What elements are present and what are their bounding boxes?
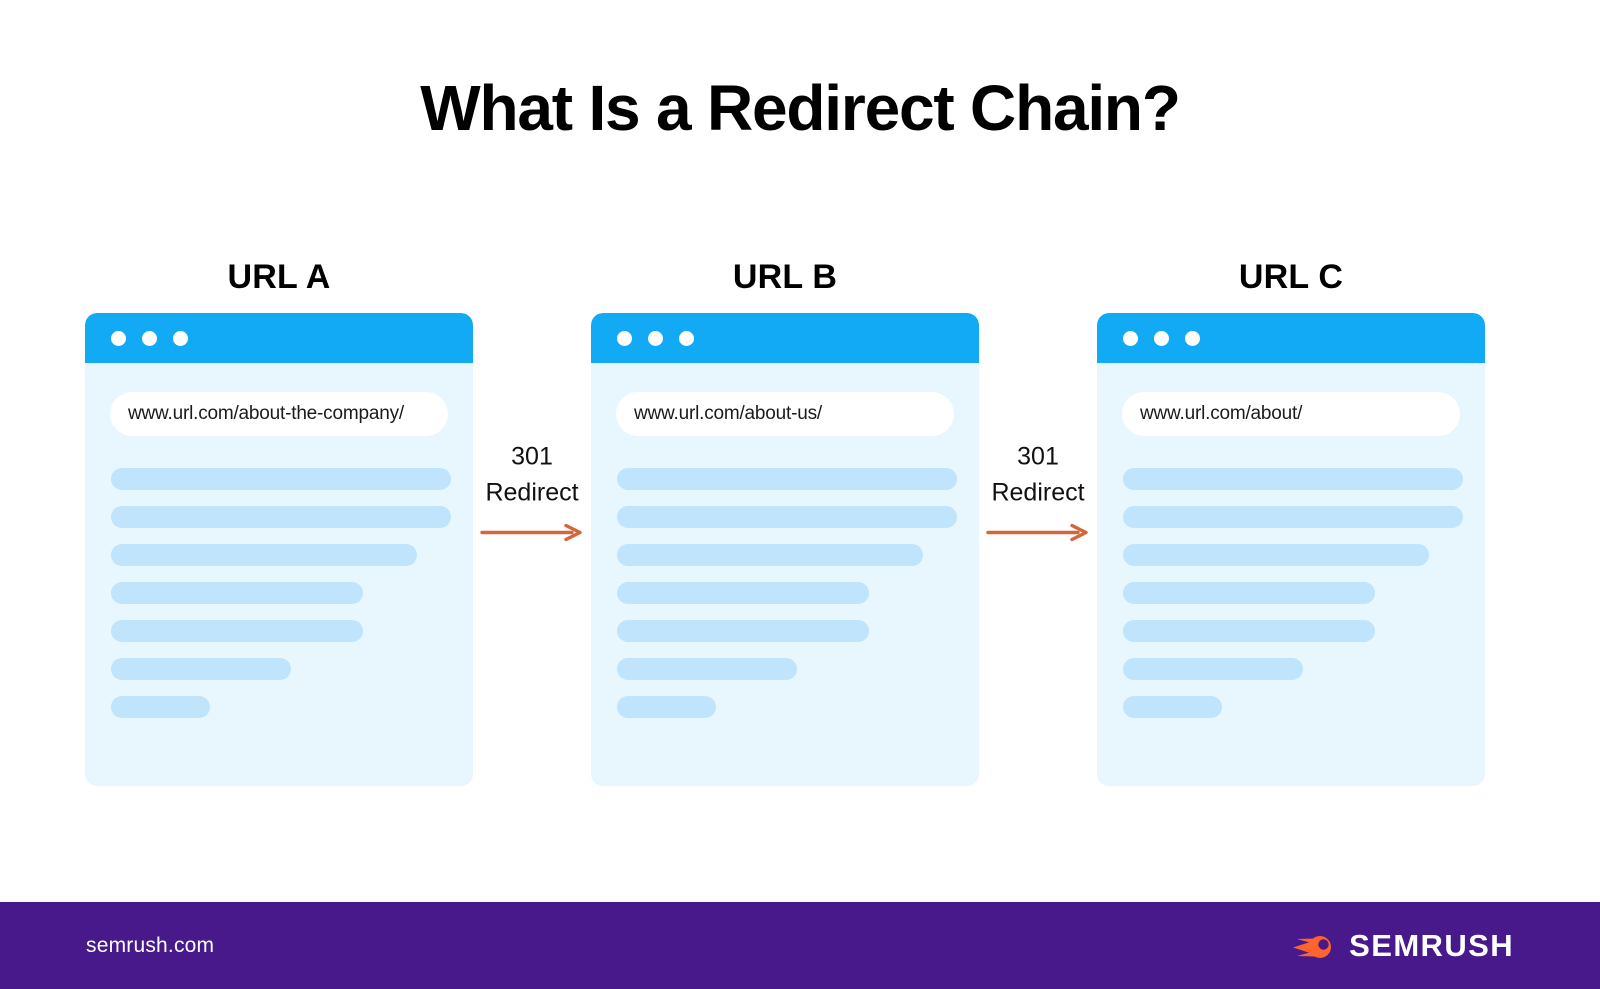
- placeholder-line: [111, 582, 363, 604]
- placeholder-line: [1123, 506, 1463, 528]
- address-bar-url-2: www.url.com/about/: [1140, 403, 1303, 424]
- placeholder-line: [111, 544, 417, 566]
- address-bar-0[interactable]: www.url.com/about-the-company/: [110, 392, 448, 436]
- redirect-connector-0: 301 Redirect: [473, 255, 591, 728]
- step-label-0: URL A: [227, 258, 331, 296]
- footer-site-url[interactable]: semrush.com: [86, 933, 215, 957]
- redirect-chain-diagram: URL A www.url.com/about-the-company/: [85, 255, 1485, 815]
- placeholder-line: [617, 468, 957, 490]
- window-dot-icon: [648, 330, 663, 346]
- placeholder-line: [617, 696, 716, 718]
- placeholder-line: [1123, 696, 1222, 718]
- footer-bar: semrush.com SEMRUSH: [0, 902, 1600, 989]
- placeholder-line: [111, 620, 363, 642]
- placeholder-line: [617, 620, 869, 642]
- address-bar-url-1: www.url.com/about-us/: [634, 403, 822, 424]
- window-dot-icon: [1123, 330, 1138, 346]
- semrush-wordmark: SEMRUSH: [1349, 927, 1514, 963]
- address-bar-url-0: www.url.com/about-the-company/: [128, 403, 404, 424]
- placeholder-line: [111, 468, 451, 490]
- window-dot-icon: [1154, 330, 1169, 346]
- placeholder-line: [111, 506, 451, 528]
- placeholder-line: [617, 544, 923, 566]
- arrow-right-icon: [480, 523, 582, 542]
- window-dot-icon: [142, 330, 157, 346]
- page-title: What Is a Redirect Chain?: [420, 72, 1181, 144]
- redirect-code-0: 301: [511, 442, 553, 471]
- browser-window-1: www.url.com/about-us/: [591, 313, 979, 786]
- placeholder-line: [617, 658, 798, 680]
- placeholder-line: [1123, 620, 1375, 642]
- window-dot-icon: [111, 330, 126, 346]
- placeholder-line: [1123, 468, 1463, 490]
- redirect-connector-1: 301 Redirect: [979, 255, 1097, 728]
- content-placeholder-1: [617, 468, 957, 718]
- placeholder-line: [1123, 582, 1375, 604]
- step-label-1: URL B: [732, 258, 838, 296]
- redirect-action-1: Redirect: [991, 478, 1085, 506]
- redirect-step-2: URL C www.url.com/about/: [1097, 255, 1485, 786]
- browser-window-2: www.url.com/about/: [1097, 313, 1485, 786]
- window-dot-icon: [1185, 330, 1200, 346]
- semrush-comet-logo-icon: [1293, 935, 1332, 958]
- browser-window-0: www.url.com/about-the-company/: [85, 313, 473, 786]
- redirect-step-1: URL B www.url.com/about-us/: [591, 255, 979, 786]
- placeholder-line: [617, 582, 869, 604]
- address-bar-1[interactable]: www.url.com/about-us/: [616, 392, 954, 436]
- redirect-step-0: URL A www.url.com/about-the-company/: [85, 255, 473, 786]
- placeholder-line: [617, 506, 957, 528]
- content-placeholder-0: [111, 468, 451, 718]
- step-label-2: URL C: [1238, 258, 1344, 296]
- placeholder-line: [1123, 658, 1304, 680]
- address-bar-2[interactable]: www.url.com/about/: [1122, 392, 1460, 436]
- arrow-right-icon: [986, 523, 1088, 542]
- placeholder-line: [111, 658, 292, 680]
- browser-titlebar-2: [1097, 313, 1485, 363]
- placeholder-line: [111, 696, 210, 718]
- browser-titlebar-0: [85, 313, 473, 363]
- placeholder-line: [1123, 544, 1429, 566]
- redirect-action-0: Redirect: [485, 478, 579, 506]
- browser-titlebar-1: [591, 313, 979, 363]
- redirect-code-1: 301: [1017, 442, 1059, 471]
- window-dot-icon: [617, 330, 632, 346]
- window-dot-icon: [173, 330, 188, 346]
- semrush-brand: SEMRUSH: [1291, 928, 1514, 964]
- content-placeholder-2: [1123, 468, 1463, 718]
- window-dot-icon: [679, 330, 694, 346]
